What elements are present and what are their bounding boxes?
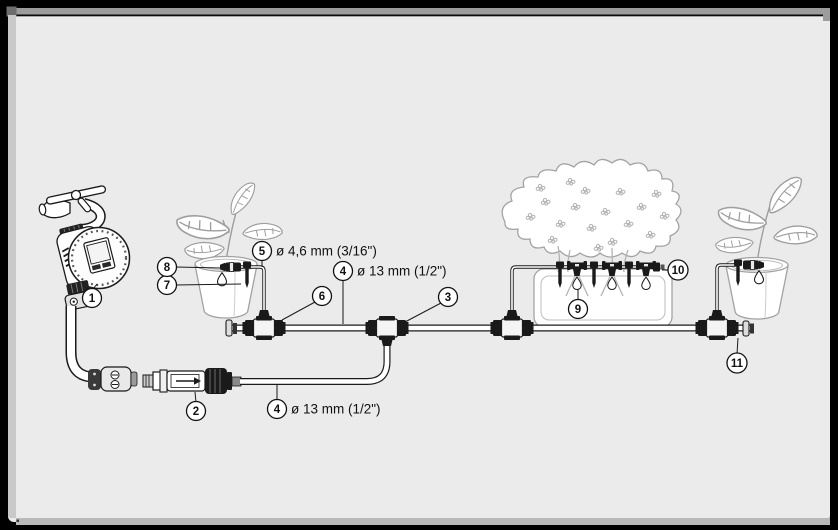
shrub bbox=[501, 158, 682, 258]
callout-7-number: 7 bbox=[164, 280, 170, 292]
leader-6 bbox=[281, 301, 316, 321]
leader-3 bbox=[404, 302, 442, 323]
callout-8: 8 bbox=[156, 256, 178, 278]
leader-11 bbox=[736, 337, 739, 355]
callout-4-number: 4 bbox=[340, 266, 347, 278]
branch-tubes-46mm bbox=[225, 263, 737, 318]
callout-8-number: 8 bbox=[164, 262, 171, 274]
planter-box bbox=[533, 268, 673, 328]
callout-3-number: 3 bbox=[445, 292, 451, 304]
hose-connector bbox=[88, 366, 138, 392]
callout-11: 11 bbox=[726, 352, 748, 374]
timer-lcd bbox=[83, 237, 116, 274]
callout-7: 7 bbox=[156, 274, 178, 296]
callout-10: 10 bbox=[667, 259, 689, 281]
leader-7 bbox=[175, 283, 242, 286]
bottom-strip-dot bbox=[16, 519, 19, 522]
end-cap-left bbox=[225, 319, 237, 337]
left-strip bbox=[8, 15, 16, 518]
leader-2 bbox=[194, 391, 197, 403]
callout-9: 9 bbox=[567, 298, 589, 320]
callout-2: 2 bbox=[185, 400, 207, 422]
top-rule bbox=[16, 14, 823, 17]
callout-10-number: 10 bbox=[672, 265, 685, 277]
callout-3: 3 bbox=[437, 286, 459, 308]
label-tube-13mm-top: ø 13 mm (1/2") bbox=[357, 264, 447, 279]
flow-arrow-icon bbox=[176, 377, 201, 385]
callout-5: 5 bbox=[251, 240, 273, 262]
corner-square bbox=[6, 6, 17, 17]
tap-handle bbox=[45, 185, 107, 213]
basic-unit bbox=[142, 368, 242, 394]
callout-6: 6 bbox=[311, 285, 333, 307]
planter-drip-line bbox=[556, 261, 665, 290]
tap-with-water-timer bbox=[38, 185, 131, 311]
callout-4-top: 4 bbox=[332, 260, 354, 282]
end-plug-planter bbox=[653, 262, 665, 272]
callout-11-number: 11 bbox=[731, 358, 744, 370]
callout-5-number: 5 bbox=[259, 246, 266, 258]
callout-1-number: 1 bbox=[89, 293, 96, 305]
top-bar-corner bbox=[823, 8, 830, 21]
callout-1: 1 bbox=[81, 287, 103, 309]
label-tube-46mm: ø 4,6 mm (3/16") bbox=[276, 244, 377, 259]
top-bar bbox=[8, 8, 830, 15]
label-tube-13mm-bottom: ø 13 mm (1/2") bbox=[291, 402, 381, 417]
callout-4-bottom: 4 bbox=[266, 398, 288, 420]
end-plug-right bbox=[742, 320, 754, 337]
callout-2-number: 2 bbox=[193, 406, 199, 418]
leader-lines bbox=[92, 260, 739, 403]
supply-tube-13mm bbox=[240, 334, 391, 385]
timer-dial bbox=[67, 226, 131, 290]
leader-8 bbox=[175, 266, 222, 269]
callout-4-number: 4 bbox=[274, 404, 281, 416]
bottom-strip bbox=[16, 518, 830, 525]
callout-9-number: 9 bbox=[575, 304, 581, 316]
shrub-outline bbox=[501, 158, 682, 258]
callout-6-number: 6 bbox=[319, 291, 325, 303]
